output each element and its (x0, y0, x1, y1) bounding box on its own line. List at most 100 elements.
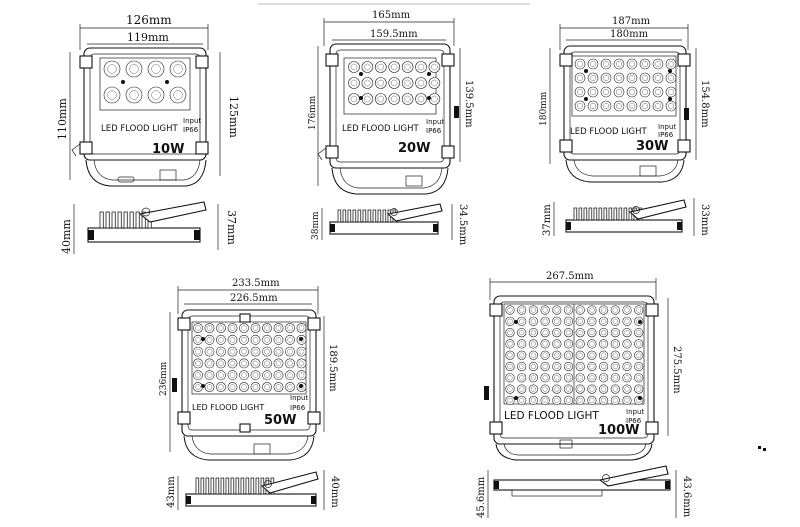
led-lens (273, 370, 284, 381)
led-lens-inner (601, 318, 607, 324)
led-lens-inner (530, 341, 536, 347)
led-lens (552, 328, 562, 338)
led-lens (296, 323, 307, 333)
led-lens (552, 361, 562, 372)
led-lens-inner (616, 103, 622, 109)
led-lens-inner (530, 307, 536, 313)
led-lens (273, 382, 284, 392)
led-lens-inner (530, 330, 536, 336)
led-lens (262, 358, 272, 369)
led-lens-inner (252, 348, 259, 355)
led-lens (598, 395, 609, 406)
led-lens (575, 328, 585, 338)
led-lens (600, 86, 612, 98)
led-lens-inner (589, 307, 595, 313)
led-lens (103, 86, 121, 104)
ip-label-50w: IP66 (290, 404, 306, 412)
led-lens-inner (206, 372, 213, 378)
led-lens-inner (519, 397, 525, 403)
led-lens (634, 339, 644, 349)
mount-screw (427, 72, 431, 76)
side-dim-left-100w: 45.6mm (476, 476, 487, 518)
led-lens-inner (107, 64, 117, 74)
led-lens (600, 72, 612, 84)
dim-height-right-30w: 154.8mm (699, 80, 710, 128)
led-lens (634, 361, 644, 372)
led-lens-inner (275, 372, 282, 378)
led-lens-inner (206, 384, 213, 390)
led-lens (598, 350, 609, 360)
dim-height-50w: 236mm (159, 361, 169, 396)
led-lens-inner (589, 363, 595, 370)
led-lens-inner (577, 341, 583, 347)
led-lens-inner (218, 372, 224, 378)
led-lens (147, 60, 165, 78)
led-lens (125, 60, 143, 78)
led-lens-inner (624, 318, 630, 324)
led-lens-inner (655, 75, 661, 81)
led-lens (415, 93, 427, 105)
led-lens-inner (624, 363, 630, 370)
heatsink-fin (618, 207, 623, 221)
led-lens-inner (565, 352, 572, 358)
led-lens-inner (624, 386, 630, 392)
heatsink-fin (623, 207, 628, 221)
led-lens (540, 373, 550, 383)
led-lens (613, 86, 625, 98)
led-lens-inner (507, 397, 513, 403)
led-lens (285, 334, 295, 345)
led-lens (388, 77, 401, 89)
led-lens-inner (507, 318, 513, 324)
heatsink-fin (377, 209, 382, 223)
heatsink-fin (210, 477, 215, 495)
led-lens-inner (252, 325, 259, 331)
led-lens (517, 328, 527, 338)
led-lens (626, 86, 638, 98)
led-lens (598, 384, 609, 394)
heatsink-fin (250, 477, 255, 495)
led-lens-inner (218, 360, 224, 367)
dim-width-30w: 187mm (612, 16, 651, 27)
led-lens-inner (636, 330, 642, 336)
led-lens (563, 361, 574, 372)
led-lens (665, 72, 677, 84)
led-lens (528, 384, 539, 394)
led-lens-inner (554, 307, 560, 313)
led-lens-inner (298, 360, 305, 367)
led-lens-inner (590, 103, 596, 109)
led-lens-inner (195, 372, 201, 378)
side-dim-right-50w: 40mm (329, 476, 340, 508)
led-lens (285, 323, 295, 333)
heatsink-fin (123, 211, 128, 229)
led-lens (610, 384, 620, 394)
led-lens-inner (668, 89, 674, 95)
led-lens (575, 384, 585, 394)
led-lens (587, 100, 599, 112)
led-lens (540, 395, 550, 406)
led-lens-inner (542, 318, 548, 324)
led-lens (587, 72, 599, 84)
mount-screw (514, 320, 518, 324)
heatsink-fin (593, 207, 598, 221)
led-lens-inner (350, 63, 358, 71)
input-label-100w: Input (626, 408, 644, 416)
heatsink-fin (129, 211, 134, 229)
product-label-30w: LED FLOOD LIGHT (570, 127, 648, 137)
led-lens (517, 361, 527, 372)
mount-screw (299, 337, 303, 341)
heatsink-fin (230, 477, 235, 495)
led-lens-inner (624, 397, 630, 403)
led-lens (652, 58, 664, 70)
led-lens-inner (629, 103, 635, 109)
led-lens (575, 361, 585, 372)
led-lens-inner (431, 63, 438, 71)
led-lens (639, 100, 651, 112)
led-lens-inner (431, 95, 438, 103)
led-lens (374, 77, 387, 89)
side-dim-left-30w: 37mm (542, 204, 553, 236)
led-lens (216, 334, 226, 345)
led-lens (227, 358, 238, 369)
led-lens (563, 305, 574, 315)
heatsink-fin (608, 207, 613, 221)
led-lens-inner (519, 318, 525, 324)
